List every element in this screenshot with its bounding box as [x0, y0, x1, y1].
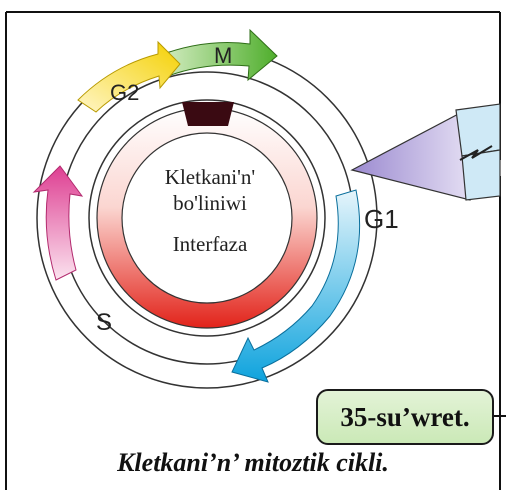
- g2-phase-arrow: [77, 40, 181, 113]
- phase-label-g2: G2: [110, 80, 139, 105]
- g1-phase-arrow: [231, 189, 361, 383]
- wedge-segment-lower: [461, 149, 501, 201]
- m-phase-arrow: [157, 28, 278, 82]
- center-subtitle: Interfaza: [172, 232, 248, 256]
- wedge-segment-upper: [455, 103, 501, 157]
- break-mark-icon: [459, 145, 493, 161]
- s-phase-arrow: [32, 165, 84, 281]
- figure-number-badge: 35-su’wret.: [316, 389, 494, 445]
- division-block: [182, 102, 234, 126]
- inner-core: [121, 132, 293, 304]
- phase-label-m: M: [214, 43, 232, 68]
- inner-ring-outer-edge: [88, 99, 326, 337]
- center-title-line1: Kletkani'n': [164, 165, 256, 189]
- phase-label-g1: G1: [364, 204, 399, 234]
- phase-label-s: S: [96, 309, 112, 336]
- exit-wedge: [350, 109, 471, 201]
- figure-caption: Kletkani’n’ mitoztik cikli.: [117, 448, 389, 477]
- center-title-line2: bo'liniwi: [173, 191, 247, 215]
